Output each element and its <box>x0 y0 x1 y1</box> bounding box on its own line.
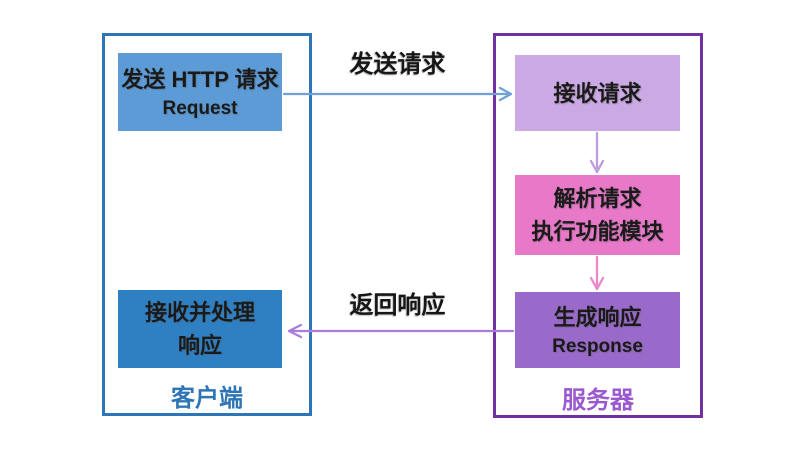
node-generate-response-line1: 生成响应 <box>553 304 642 330</box>
return-response-arrow-label: 返回响应 <box>349 292 446 319</box>
node-receive-request: 接收请求 <box>515 55 680 131</box>
send-request-arrow-label: 发送请求 <box>349 51 446 78</box>
node-send-http-request-line1: 发送 HTTP 请求 <box>121 66 279 92</box>
node-parse-request-line2: 执行功能模块 <box>531 219 664 244</box>
node-receive-request-line1: 接收请求 <box>553 80 642 106</box>
node-receive-process-response-line2: 响应 <box>177 333 222 358</box>
node-send-http-request: 发送 HTTP 请求 Request <box>118 53 282 131</box>
client-label: 客户端 <box>171 385 243 412</box>
node-receive-process-response: 接收并处理 响应 <box>118 290 282 368</box>
server-label: 服务器 <box>562 387 634 414</box>
node-send-http-request-line2: Request <box>162 97 238 119</box>
node-parse-request: 解析请求 执行功能模块 <box>515 175 680 255</box>
return-response-arrow <box>287 323 515 339</box>
node-parse-request-line1: 解析请求 <box>553 186 642 211</box>
node-generate-response-line2: Response <box>552 335 643 357</box>
node-receive-process-response-line1: 接收并处理 <box>144 300 255 325</box>
send-request-arrow <box>282 86 513 102</box>
node-generate-response: 生成响应 Response <box>515 292 680 368</box>
